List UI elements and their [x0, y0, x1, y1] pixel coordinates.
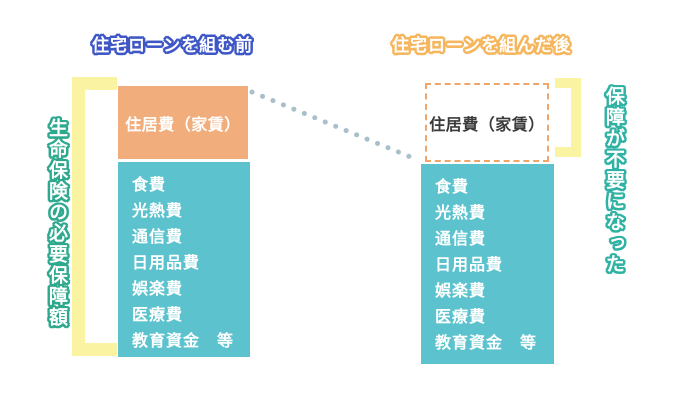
expense-item: 日用品費 [435, 257, 504, 274]
expense-item: 日用品費 [132, 255, 201, 272]
title-after-loan: 住宅ローンを組んだ後 [392, 36, 572, 55]
expense-item: 教育資金 等 [435, 335, 538, 352]
expense-item: 医療費 [132, 307, 184, 324]
title-before-loan: 住宅ローンを組む前 [92, 36, 254, 55]
expense-item: 娯楽費 [435, 283, 487, 300]
left-yellow-bracket [72, 77, 117, 356]
expense-item: 娯楽費 [132, 281, 184, 298]
expenses-box-after: 食費 光熱費 通信費 日用品費 娯楽費 医療費 教育資金 等 [421, 164, 554, 364]
expense-item: 教育資金 等 [132, 333, 235, 350]
expenses-box-before: 食費 光熱費 通信費 日用品費 娯楽費 医療費 教育資金 等 [118, 162, 250, 357]
dotted-connector-line [249, 89, 421, 163]
housing-cost-label-before: 住居費（家賃） [125, 116, 241, 134]
expense-item: 通信費 [132, 229, 184, 246]
right-annotation-coverage-unneeded: 保障が不要になった [603, 86, 624, 275]
housing-cost-box-after-dashed: 住居費（家賃） [425, 83, 549, 162]
right-yellow-bracket [555, 78, 581, 157]
housing-cost-box-before: 住居費（家賃） [118, 86, 248, 159]
expense-item: 食費 [132, 177, 167, 194]
housing-cost-label-after: 住居費（家賃） [429, 116, 545, 134]
left-annotation-required-coverage: 生命保険の必要保障額 [46, 118, 67, 328]
expense-item: 光熱費 [132, 203, 184, 220]
expense-item: 医療費 [435, 309, 487, 326]
expense-item: 光熱費 [435, 205, 487, 222]
expense-item: 通信費 [435, 231, 487, 248]
expense-item: 食費 [435, 179, 470, 196]
